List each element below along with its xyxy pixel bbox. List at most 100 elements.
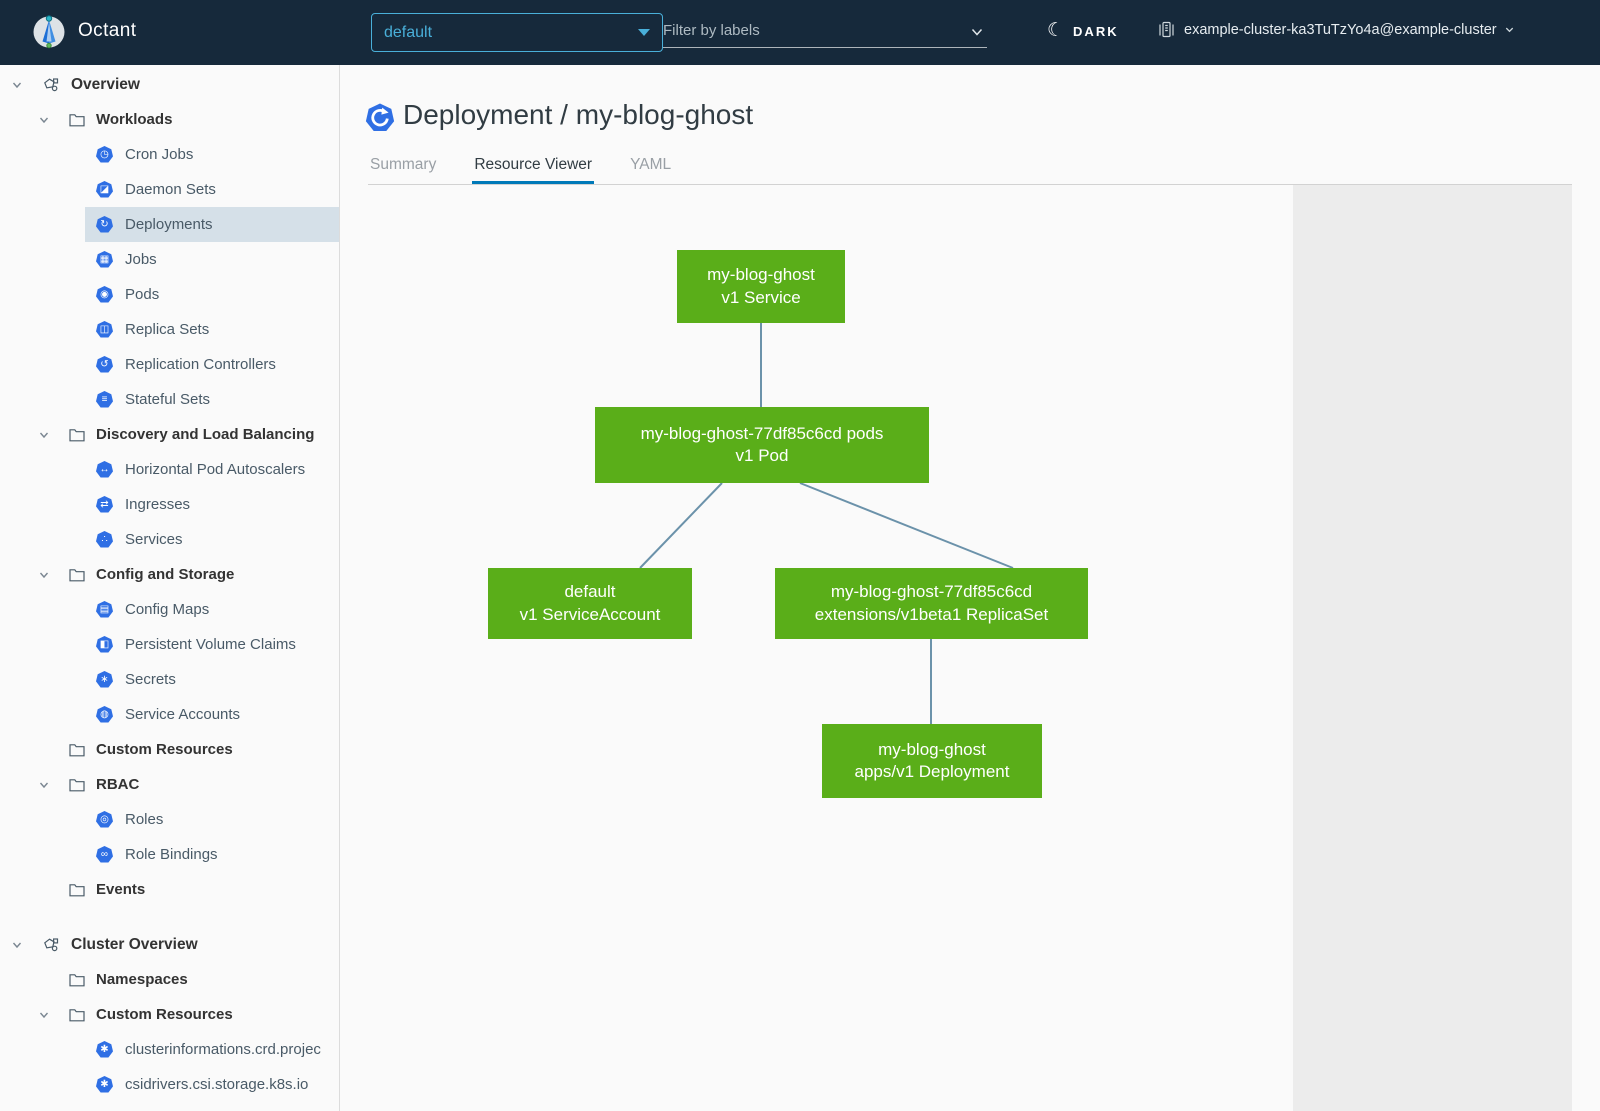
node-label: my-blog-ghost: [878, 739, 986, 759]
sidebar-item-cron-jobs[interactable]: ◷Cron Jobs: [85, 137, 339, 172]
hpa-icon: ↔: [96, 461, 113, 478]
sidebar-item-clusterinformations-crd-projec[interactable]: ✱ clusterinformations.crd.projec: [85, 1032, 339, 1067]
job-icon: ▦: [96, 251, 113, 268]
tab-resource-viewer[interactable]: Resource Viewer: [472, 148, 595, 184]
sidebar-label: Daemon Sets: [125, 181, 216, 198]
sidebar-item-jobs[interactable]: ▦Jobs: [85, 242, 339, 277]
sidebar-label: Replica Sets: [125, 321, 210, 338]
sidebar-label: Persistent Volume Claims: [125, 636, 296, 653]
crd-icon: ✱: [96, 1041, 113, 1058]
cluster-name: example-cluster-ka3TuTzYo4a@example-clus…: [1184, 21, 1497, 38]
sidebar-label: Cluster Overview: [71, 935, 198, 953]
cluster-selector[interactable]: example-cluster-ka3TuTzYo4a@example-clus…: [1158, 21, 1515, 38]
secret-icon: ∗: [96, 671, 113, 688]
chevron-down-icon[interactable]: [37, 114, 51, 126]
node-label: my-blog-ghost-77df85c6cd: [830, 582, 1033, 602]
page-title: Deployment / my-blog-ghost: [403, 99, 754, 130]
chevron-down-icon[interactable]: [37, 569, 51, 581]
chevron-down-icon[interactable]: [37, 779, 51, 791]
chevron-down-icon[interactable]: [37, 429, 51, 441]
graph-node-service[interactable]: my-blog-ghost v1 Service: [677, 250, 845, 323]
node-sublabel: v1 Pod: [735, 446, 789, 465]
graph-node-serviceaccount[interactable]: default v1 ServiceAccount: [488, 568, 692, 639]
chevron-down-icon: [638, 29, 650, 36]
sidebar-node-custom-resources[interactable]: Custom Resources: [0, 732, 339, 767]
objects-icon: [42, 76, 60, 94]
sidebar-label: Overview: [71, 75, 140, 93]
sidebar-item-horizontal-pod-autoscalers[interactable]: ↔Horizontal Pod Autoscalers: [85, 452, 339, 487]
sidebar-item-replication-controllers[interactable]: ↺ Replication Controllers: [85, 347, 339, 382]
pvc-icon: ◧: [96, 636, 113, 653]
sidebar-node-rbac[interactable]: RBAC: [0, 767, 339, 802]
chevron-down-icon[interactable]: [37, 1009, 51, 1021]
sidebar-node-custom-resources[interactable]: Custom Resources: [0, 997, 339, 1032]
folder-icon: [69, 428, 85, 442]
sidebar-label: Stateful Sets: [125, 391, 211, 408]
sidebar-label: clusterinformations.crd.projec: [125, 1041, 321, 1058]
tab-yaml[interactable]: YAML: [630, 156, 672, 173]
node-label: my-blog-ghost: [707, 265, 815, 285]
replicationcontroller-icon: ↺: [96, 356, 113, 373]
chevron-down-icon[interactable]: [969, 24, 985, 45]
deployment-icon: ↻: [96, 216, 113, 233]
sidebar-node-events[interactable]: Events: [0, 872, 339, 907]
tab-bar: Summary Resource Viewer YAML: [368, 148, 1572, 185]
sidebar-node-config-and-storage[interactable]: Config and Storage: [0, 557, 339, 592]
node-sublabel: extensions/v1beta1 ReplicaSet: [814, 604, 1049, 624]
tab-summary[interactable]: Summary: [370, 156, 437, 173]
sidebar-label: RBAC: [96, 776, 140, 793]
sidebar-item-services[interactable]: ∴Services: [85, 522, 339, 557]
sidebar-node-cluster-overview[interactable]: Cluster Overview: [0, 927, 339, 962]
folder-icon: [69, 1008, 85, 1022]
dark-mode-toggle[interactable]: ☾ DARK: [1047, 19, 1119, 43]
sidebar-label: Pods: [125, 286, 160, 303]
moon-icon: ☾: [1047, 20, 1065, 41]
sidebar-item-daemon-sets[interactable]: ◪ Daemon Sets: [85, 172, 339, 207]
label-filter-input[interactable]: [663, 16, 953, 44]
sidebar-label: Replication Controllers: [125, 356, 276, 373]
sidebar-item-ingresses[interactable]: ⇄Ingresses: [85, 487, 339, 522]
sidebar-item-stateful-sets[interactable]: ≡ Stateful Sets: [85, 382, 339, 417]
sidebar-node-overview[interactable]: Overview: [0, 67, 339, 102]
sidebar-item-service-accounts[interactable]: ◍Service Accounts: [85, 697, 339, 732]
sidebar-label: Custom Resources: [96, 741, 233, 758]
deployment-icon: [365, 103, 395, 133]
sidebar-label: Service Accounts: [125, 706, 241, 723]
sidebar-node-workloads[interactable]: Workloads: [0, 102, 339, 137]
sidebar-item-secrets[interactable]: ∗Secrets: [85, 662, 339, 697]
sidebar-item-role-bindings[interactable]: ∞Role Bindings: [85, 837, 339, 872]
sidebar-label: Deployments: [125, 216, 213, 233]
sidebar-label: Discovery and Load Balancing: [96, 426, 315, 443]
sidebar-item-deployments[interactable]: ↻ Deployments: [85, 207, 339, 242]
replicaset-icon: ◫: [96, 321, 113, 338]
sidebar-item-config-maps[interactable]: ▤ Config Maps: [85, 592, 339, 627]
configmap-icon: ▤: [96, 601, 113, 618]
sidebar-label: csidrivers.csi.storage.k8s.io: [125, 1076, 309, 1093]
chevron-down-icon[interactable]: [10, 79, 24, 91]
statefulset-icon: ≡: [96, 391, 113, 408]
app-header: Octant default ☾ DARK example-cluster-ka…: [0, 0, 1600, 65]
graph-node-replicaset[interactable]: my-blog-ghost-77df85c6cd extensions/v1be…: [775, 568, 1088, 639]
sidebar-item-csidrivers-csi-storage-k8s-io[interactable]: ✱csidrivers.csi.storage.k8s.io: [85, 1067, 339, 1102]
sidebar-node-discovery-and-load-balancing[interactable]: Discovery and Load Balancing: [0, 417, 339, 452]
sidebar-item-pods[interactable]: ◉ Pods: [85, 277, 339, 312]
cronjob-icon: ◷: [96, 146, 113, 163]
namespace-select[interactable]: default: [371, 13, 663, 52]
folder-icon: [69, 778, 85, 792]
sidebar-item-persistent-volume-claims[interactable]: ◧ Persistent Volume Claims: [85, 627, 339, 662]
sidebar-label: Config Maps: [125, 601, 210, 618]
graph-node-deployment[interactable]: my-blog-ghost apps/v1 Deployment: [822, 724, 1042, 798]
octant-logo: [30, 13, 68, 51]
sidebar-item-replica-sets[interactable]: ◫ Replica Sets: [85, 312, 339, 347]
folder-icon: [69, 883, 85, 897]
sidebar-item-roles[interactable]: ◎Roles: [85, 802, 339, 837]
sidebar-label: Events: [96, 881, 146, 898]
sidebar-node-namespaces[interactable]: Namespaces: [0, 962, 339, 997]
node-label: default: [564, 582, 616, 602]
chevron-down-icon[interactable]: [10, 939, 24, 951]
node-sublabel: v1 Service: [721, 287, 801, 307]
graph-node-pods[interactable]: my-blog-ghost-77df85c6cd pods v1 Pod: [595, 407, 929, 483]
pod-icon: ◉: [96, 286, 113, 303]
daemonset-icon: ◪: [96, 181, 113, 198]
